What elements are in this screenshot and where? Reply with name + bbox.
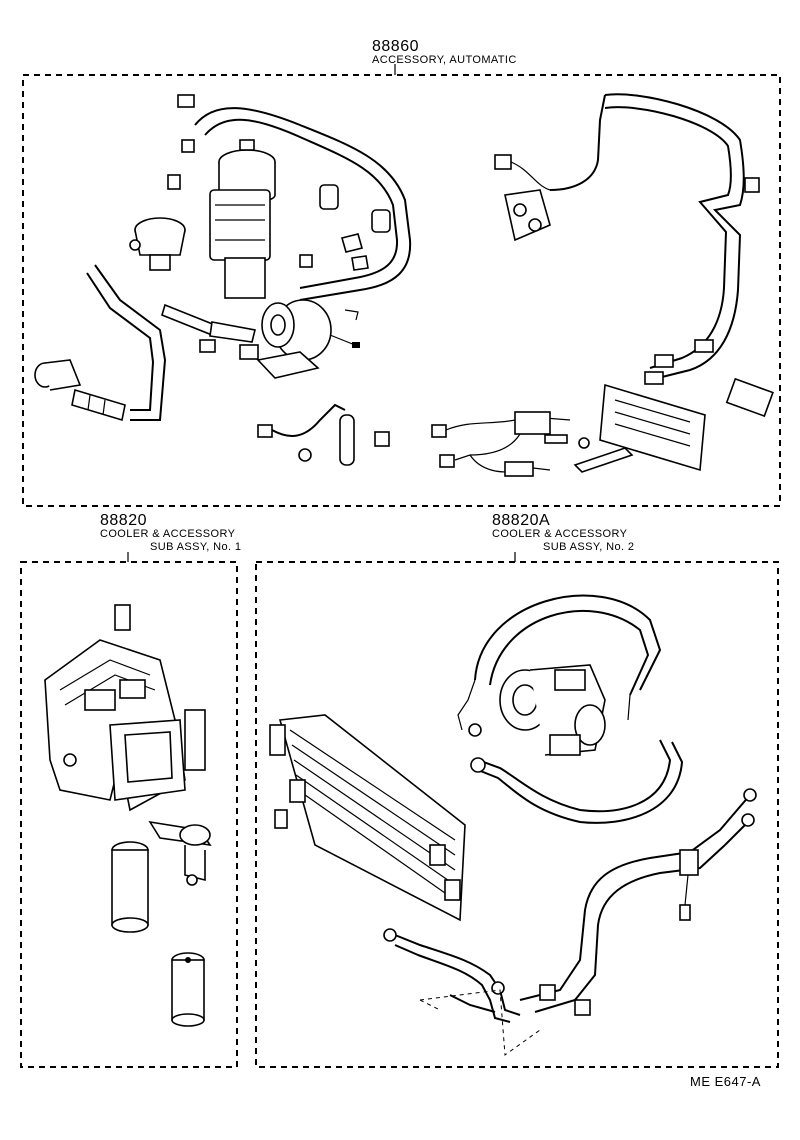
bracket-no1 (148, 820, 212, 886)
condenser (269, 714, 466, 922)
harness-connector-right (494, 154, 714, 385)
group-88860-box (22, 74, 781, 507)
alignment-dashes (419, 989, 541, 1056)
group-88820-box (20, 561, 238, 1068)
group-88860-part-number: 88860 (372, 38, 419, 55)
vacuum-switch (129, 217, 186, 271)
control-cable-right (549, 93, 760, 381)
group-88820a-box (255, 561, 779, 1068)
control-panel (599, 377, 774, 472)
group-88820-part-number: 88820 (100, 512, 147, 529)
blower-motor (256, 299, 360, 379)
group-88820-name-line-1: COOLER & ACCESSORY (100, 528, 236, 540)
small-connectors-top (167, 94, 391, 271)
suction-hose (470, 739, 684, 824)
liquid-tube (383, 928, 521, 1023)
evaporator-unit (44, 604, 206, 812)
refrigerant-tubes (519, 788, 757, 1016)
group-88820a-name-line-1: COOLER & ACCESSORY (492, 528, 628, 540)
group-88860-name: ACCESSORY, AUTOMATIC (372, 54, 517, 66)
wire-harness-bottom (431, 411, 634, 477)
servo-rod (161, 303, 259, 360)
vacuum-hose-left (86, 107, 412, 421)
diagram-reference-code: ME E647-A (690, 1074, 761, 1089)
discharge-hose (457, 594, 662, 737)
group-88820a-name-line-2: SUB ASSY, No. 2 (543, 541, 635, 553)
receiver-dryer-no1-spare (171, 952, 205, 1027)
actuator-assembly (209, 139, 276, 299)
group-88820-name-line-2: SUB ASSY, No. 1 (150, 541, 242, 553)
duct-hose (34, 359, 126, 422)
compressor (499, 664, 606, 756)
receiver-dryer-no1 (111, 841, 149, 933)
group-88820a-part-number: 88820A (492, 512, 551, 529)
sensor-with-wire (257, 403, 390, 466)
